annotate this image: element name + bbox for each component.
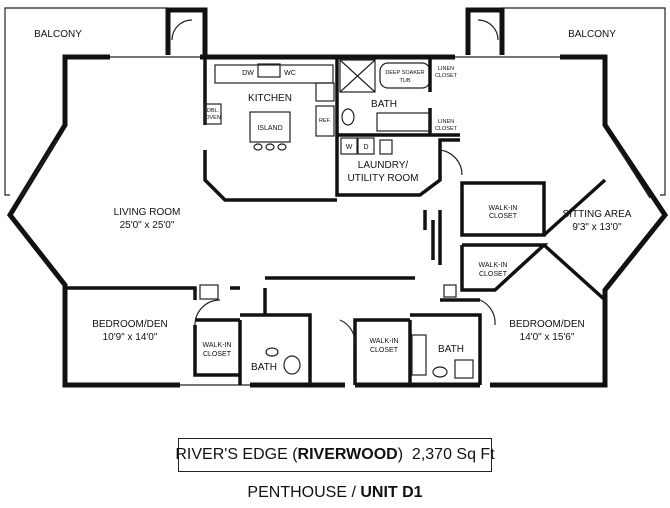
- property-caption: RIVER'S EDGE (RIVERWOOD) 2,370 Sq Ft: [175, 438, 495, 472]
- island: [249, 111, 291, 143]
- balcony-left-door-box: [165, 7, 208, 55]
- label-kitchen: KITCHEN: [248, 93, 292, 104]
- label-bedroom-right-dim: 14'0" x 15'6": [520, 332, 575, 343]
- label-linen-closet: CLOSET: [435, 126, 458, 132]
- label-dryer: D: [363, 144, 368, 151]
- label-walkin-closet: CLOSET: [479, 271, 508, 278]
- exterior-wall-left: [6, 54, 180, 388]
- caption-prefix: RIVER'S EDGE (: [175, 446, 298, 463]
- label-living-room-dim: 25'0" x 25'0": [120, 220, 175, 231]
- vanity: [376, 112, 430, 132]
- label-bath-right: BATH: [438, 344, 464, 355]
- label-walkin-closet: CLOSET: [370, 347, 399, 354]
- label-deep-soaker-tub: TUB: [400, 78, 411, 84]
- label-laundry: LAUNDRY/: [358, 160, 409, 171]
- door-swing: [439, 149, 463, 176]
- label-bedroom-left-dim: 10'9" x 14'0": [103, 332, 158, 343]
- shower: [339, 59, 376, 93]
- label-living-room: LIVING ROOM: [114, 207, 181, 218]
- label-walkin-closet: CLOSET: [489, 213, 518, 220]
- label-dbl-oven: DBL.: [207, 108, 220, 114]
- label-island: ISLAND: [257, 125, 282, 132]
- label-ref: REF.: [319, 118, 331, 124]
- caption-square-footage: ) 2,370 Sq Ft: [397, 446, 495, 463]
- label-bedroom-right: BEDROOM/DEN: [509, 319, 585, 330]
- balcony-left-outline: [4, 7, 168, 196]
- label-walkin-closet: WALK-IN: [203, 342, 232, 349]
- walkin-closet-1: [460, 181, 546, 237]
- balcony-right-door-box: [465, 7, 505, 55]
- label-deep-soaker-tub: DEEP SOAKER: [385, 70, 424, 76]
- unit-id: UNIT D1: [360, 484, 423, 501]
- label-walkin-closet: WALK-IN: [489, 205, 518, 212]
- sink: [257, 63, 281, 78]
- label-washer: W: [346, 144, 353, 151]
- label-bath-master: BATH: [371, 99, 397, 110]
- label-linen-closet: LINEN: [438, 66, 454, 72]
- toilet: [341, 108, 355, 126]
- balcony-right-outline: [502, 7, 666, 196]
- label-bedroom-left: BEDROOM/DEN: [92, 319, 168, 330]
- label-walkin-closet: WALK-IN: [370, 338, 399, 345]
- refrigerator: [315, 105, 335, 137]
- label-walkin-closet: WALK-IN: [479, 262, 508, 269]
- door-swing: [479, 299, 496, 326]
- label-linen-closet: CLOSET: [435, 73, 458, 79]
- label-dw: DW: [242, 70, 254, 77]
- door-swing: [194, 299, 221, 326]
- label-dbl-oven: OVEN: [205, 115, 221, 121]
- stove: [315, 82, 335, 102]
- door-swing: [171, 19, 193, 41]
- unit-label: PENTHOUSE / UNIT D1: [0, 484, 670, 502]
- label-balcony-left: BALCONY: [34, 29, 82, 40]
- unit-type: PENTHOUSE /: [247, 484, 361, 501]
- exterior-wall-right: [490, 54, 669, 388]
- label-linen-closet: LINEN: [438, 119, 454, 125]
- label-balcony-right: BALCONY: [568, 29, 616, 40]
- label-bath-left: BATH: [251, 362, 277, 373]
- label-wc: WC: [284, 70, 296, 77]
- caption-property-name: RIVERWOOD: [297, 446, 398, 463]
- label-walkin-closet: CLOSET: [203, 351, 232, 358]
- label-sitting-area: SITTING AREA: [563, 209, 632, 220]
- door-swing: [477, 19, 499, 41]
- label-laundry: UTILITY ROOM: [348, 173, 419, 184]
- label-sitting-area-dim: 9'3" x 13'0": [572, 222, 622, 233]
